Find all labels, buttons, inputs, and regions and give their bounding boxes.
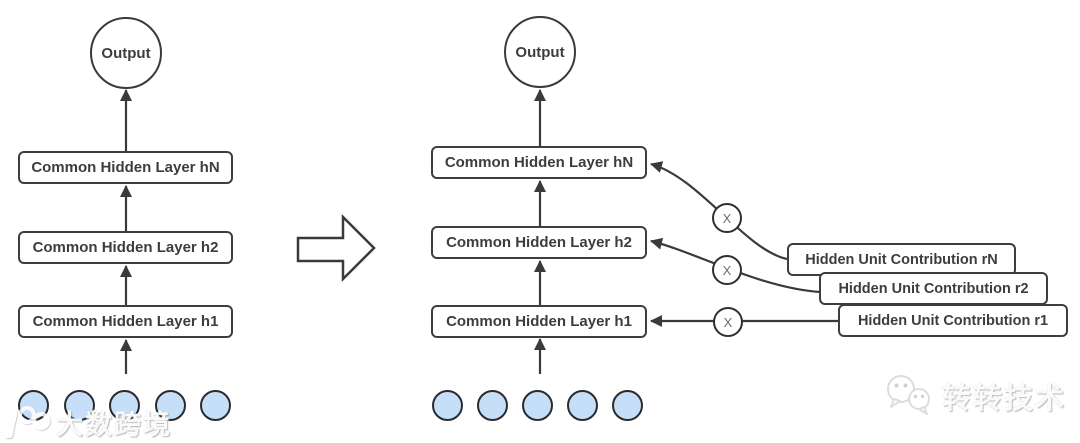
- multiply-icon: X: [722, 262, 732, 278]
- right-output-label: Output: [515, 43, 565, 61]
- multiply-node-r2: X: [712, 255, 742, 285]
- multiply-icon: X: [722, 210, 732, 226]
- right-input-node: [567, 390, 598, 421]
- right-output-node: Output: [504, 16, 576, 88]
- right-input-node: [612, 390, 643, 421]
- right-layer-hN: Common Hidden Layer hN: [431, 146, 647, 179]
- left-input-node: [155, 390, 186, 421]
- left-input-node: [109, 390, 140, 421]
- right-input-node: [522, 390, 553, 421]
- watermark-bottom-right-text: 转转技术: [942, 383, 1067, 415]
- contribution-r1: Hidden Unit Contribution r1: [838, 304, 1068, 337]
- left-input-node: [200, 390, 231, 421]
- left-output-node: Output: [90, 17, 162, 89]
- watermark-rings-badge-icon: [2, 404, 54, 442]
- contribution-rN: Hidden Unit Contribution rN: [787, 243, 1016, 276]
- watermark-bottom-left: 大数跨境: [2, 403, 172, 442]
- right-input-node: [477, 390, 508, 421]
- multiply-node-rN: X: [712, 203, 742, 233]
- multiply-node-r1: X: [713, 307, 743, 337]
- watermark-bottom-left-text: 大数跨境: [56, 410, 172, 440]
- multiply-icon: X: [723, 314, 733, 330]
- wechat-bubbles-icon: [887, 375, 930, 415]
- contribution-r2: Hidden Unit Contribution r2: [819, 272, 1048, 305]
- left-layer-h2: Common Hidden Layer h2: [18, 231, 233, 264]
- transform-block-arrow-icon: [296, 213, 376, 283]
- left-output-label: Output: [101, 44, 151, 62]
- left-input-node: [64, 390, 95, 421]
- watermark-bottom-right: 转转技术: [884, 372, 1066, 420]
- right-layer-h2: Common Hidden Layer h2: [431, 226, 647, 259]
- left-layer-hN: Common Hidden Layer hN: [18, 151, 233, 184]
- right-layer-h1: Common Hidden Layer h1: [431, 305, 647, 338]
- right-input-node: [432, 390, 463, 421]
- left-layer-h1: Common Hidden Layer h1: [18, 305, 233, 338]
